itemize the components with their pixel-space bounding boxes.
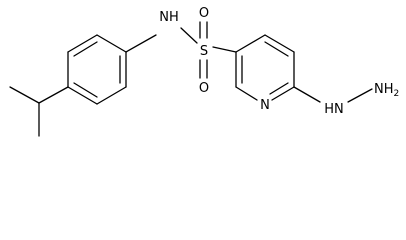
double-bond-inner: [269, 82, 289, 95]
sulfonyl-group: S O O: [199, 6, 209, 96]
bond: [347, 88, 373, 103]
isopropyl-group: [9, 86, 69, 137]
bond: [235, 34, 266, 53]
bond: [235, 86, 258, 101]
bond: [125, 34, 157, 53]
benzene-ring: [67, 34, 127, 105]
hydrazine-group: HN NH2: [293, 82, 399, 117]
oxygen-top-label: O: [199, 6, 209, 21]
chemical-structure: NH S O O N HN NH2: [9, 6, 399, 137]
hydrazine-nh-label: HN: [324, 102, 344, 117]
bond: [264, 34, 295, 53]
bond: [96, 34, 127, 53]
sulfur-label: S: [200, 44, 208, 59]
bond: [67, 34, 98, 53]
structure-canvas: NH S O O N HN NH2: [9, 6, 399, 137]
bond: [293, 86, 321, 103]
bond: [212, 46, 237, 53]
bond: [67, 86, 98, 105]
bond: [38, 86, 69, 104]
bond: [180, 27, 198, 44]
pyridine-n-label: N: [260, 98, 270, 113]
hydrazine-nh2-label: NH2: [374, 82, 399, 99]
oxygen-bottom-label: O: [199, 81, 209, 96]
double-bond-inner: [264, 41, 289, 57]
bond: [96, 86, 127, 105]
double-bond-inner: [73, 41, 98, 57]
amide-nh-label: NH: [159, 10, 179, 25]
bond: [271, 86, 295, 101]
pyridine-ring: N: [235, 34, 295, 113]
double-bond-inner: [73, 82, 98, 98]
bond: [9, 86, 40, 104]
